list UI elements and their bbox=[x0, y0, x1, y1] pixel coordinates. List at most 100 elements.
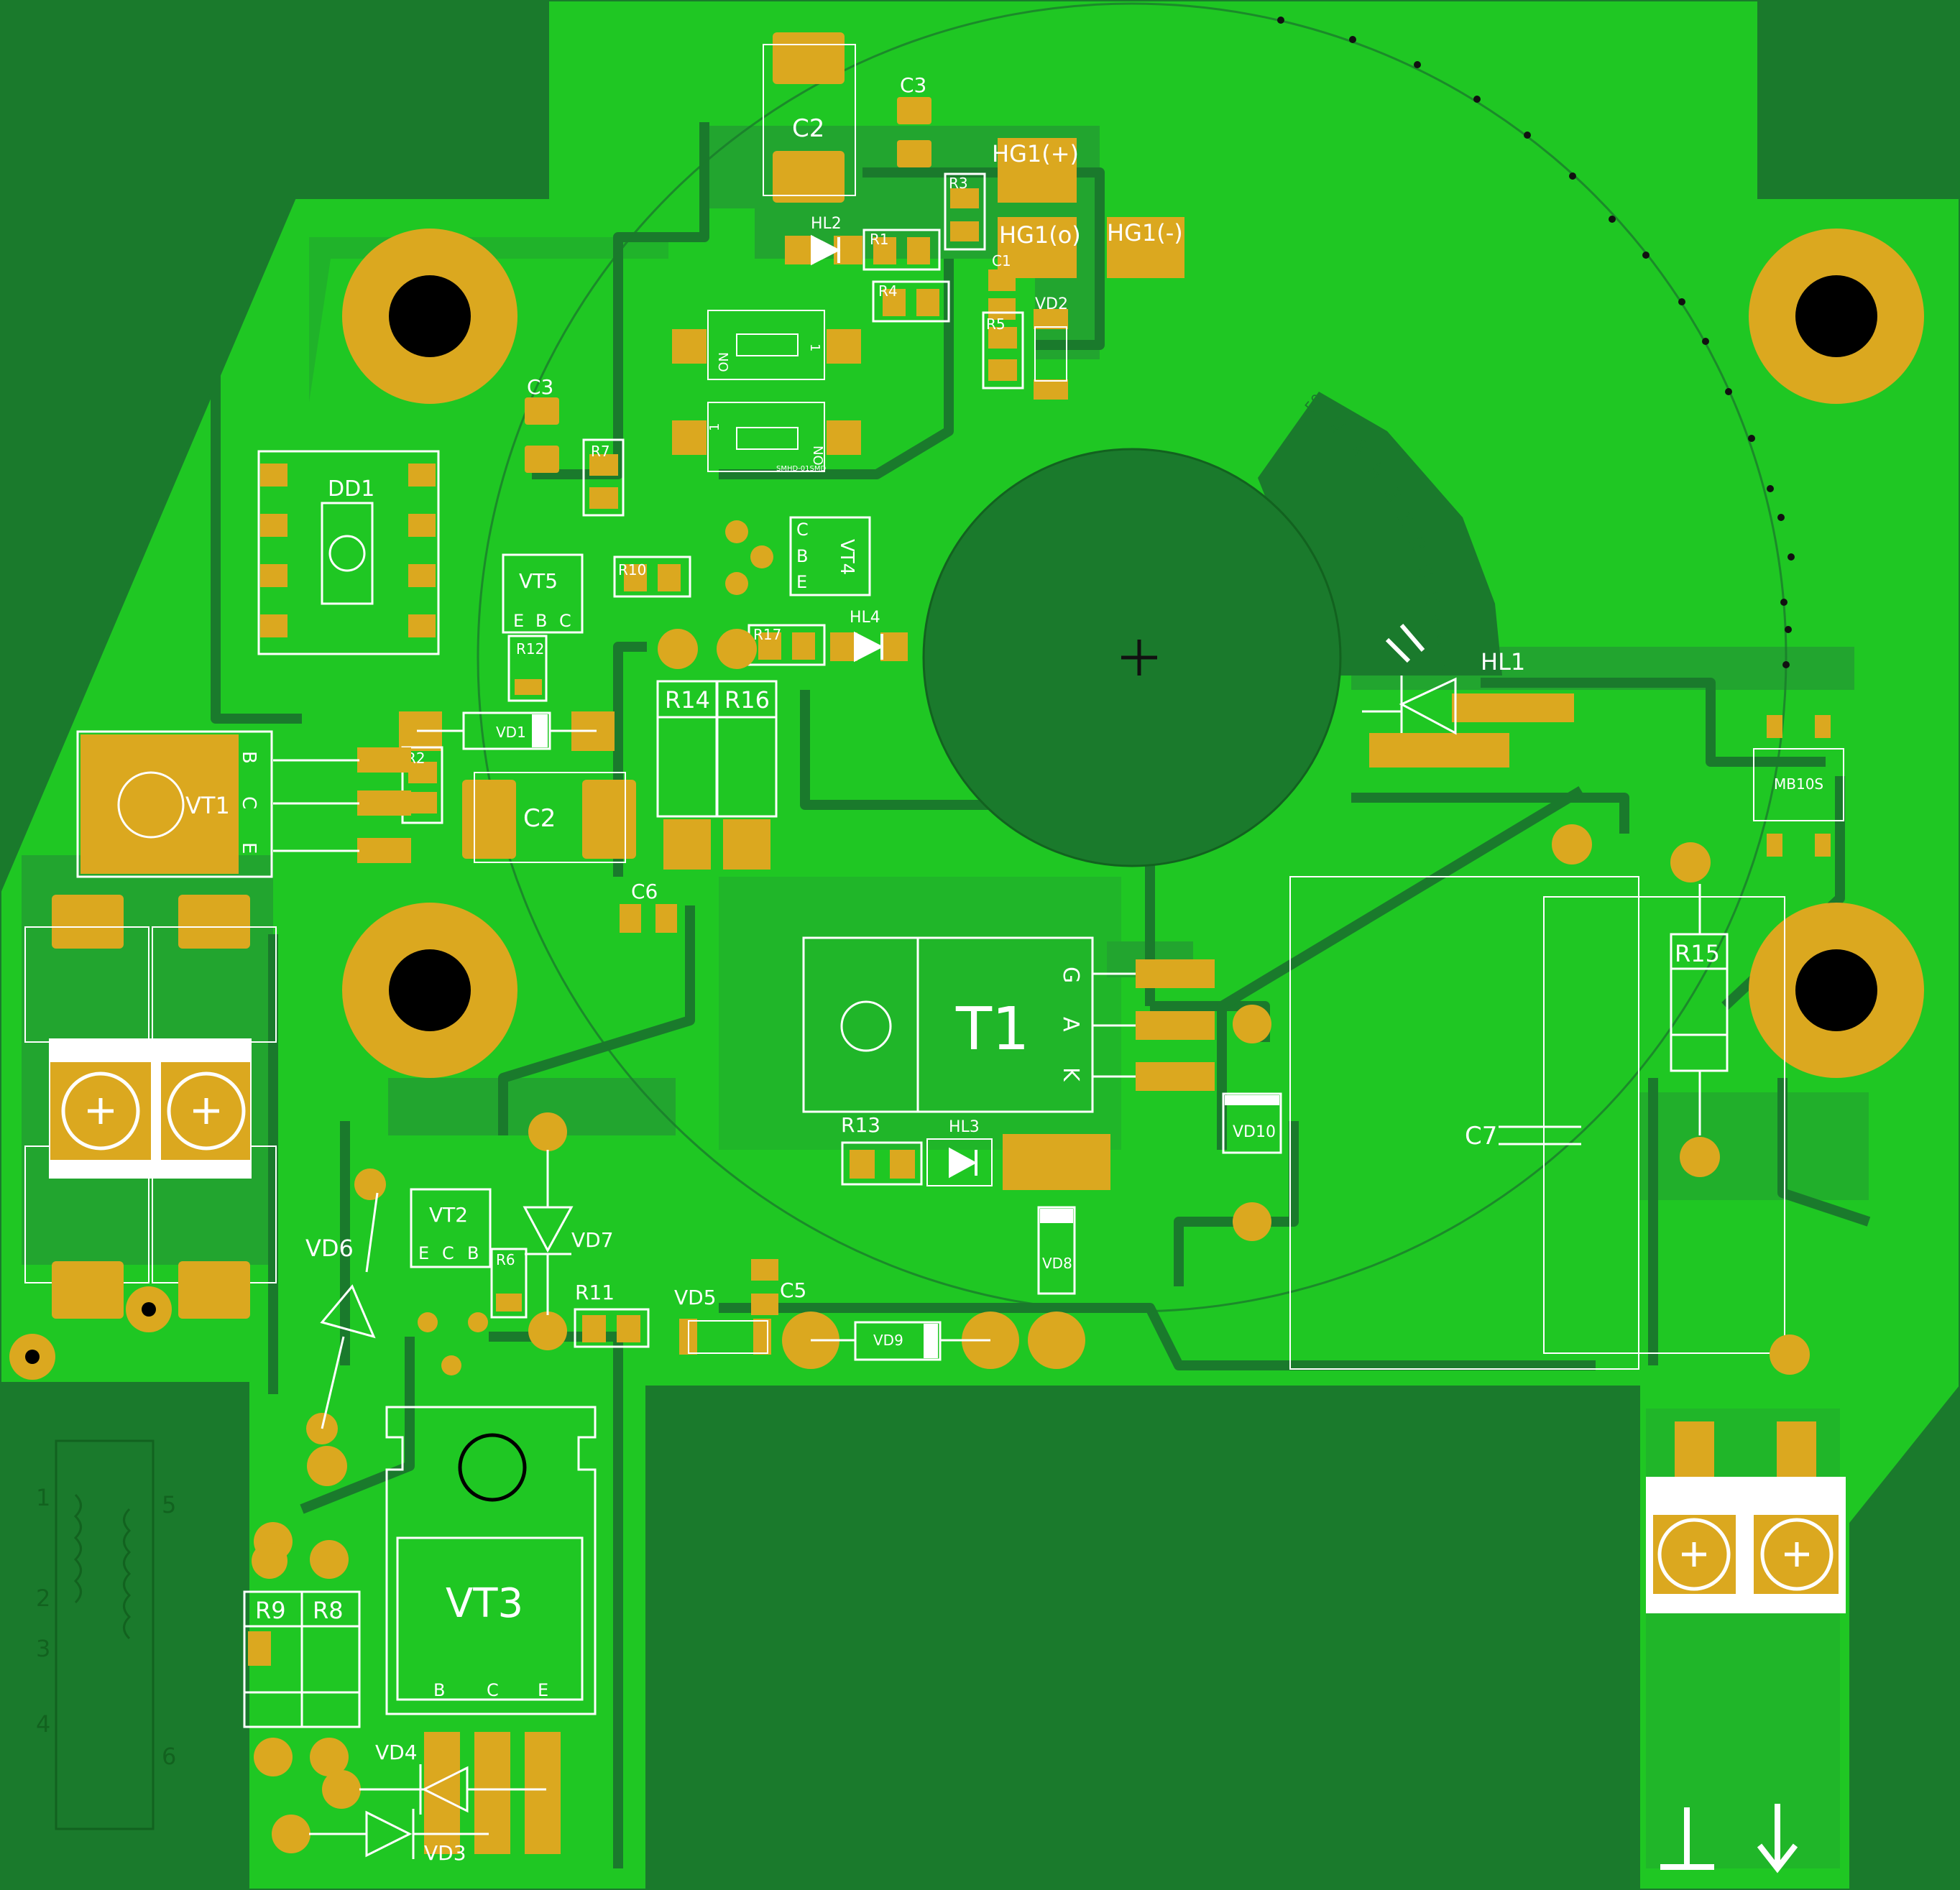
label-c6: C6 bbox=[631, 880, 658, 903]
label-c2-top: C2 bbox=[792, 114, 824, 143]
label-hl2: HL2 bbox=[811, 215, 842, 233]
label-vt3: VT3 bbox=[446, 1580, 523, 1627]
label-vd6: VD6 bbox=[305, 1235, 354, 1262]
diode-vd4: VD4 bbox=[322, 1741, 546, 1815]
pin-vt5-b: B bbox=[535, 611, 547, 631]
transformer-pin: 2 bbox=[36, 1585, 50, 1612]
triac-array-left bbox=[9, 895, 277, 1380]
label-t1: T1 bbox=[955, 995, 1029, 1064]
relay-bottom: 1 NO SMHD-01SMD bbox=[672, 402, 861, 473]
mounting-hole-icon bbox=[342, 903, 517, 1078]
arrow-down-icon bbox=[1757, 1804, 1798, 1873]
pin-t1-g: G bbox=[1058, 967, 1083, 983]
pin-vt4-c: C bbox=[796, 520, 809, 540]
label-r9: R9 bbox=[255, 1597, 286, 1624]
label-vt5: VT5 bbox=[519, 569, 558, 593]
label-r13: R13 bbox=[841, 1113, 880, 1137]
mounting-hole-icon bbox=[1749, 229, 1924, 404]
terminal-block-right bbox=[1646, 1421, 1846, 1613]
label-vd9: VD9 bbox=[873, 1332, 903, 1349]
terminal-screw-icon bbox=[1657, 1518, 1731, 1591]
pin-vt2-c: C bbox=[442, 1243, 454, 1263]
label-hl3: HL3 bbox=[949, 1118, 980, 1136]
transformer-pin: 1 bbox=[36, 1484, 50, 1511]
diode-vd9: VD9 bbox=[782, 1312, 1019, 1369]
label-vd1: VD1 bbox=[496, 724, 526, 741]
resistor-r11: R11 bbox=[574, 1281, 650, 1348]
label-r14: R14 bbox=[665, 686, 710, 714]
resistor-r12: R12 bbox=[507, 635, 548, 702]
label-c2-mid: C2 bbox=[523, 804, 556, 833]
diode-vd7: VD7 bbox=[523, 1112, 614, 1350]
resistor-r7: R7 bbox=[582, 438, 625, 517]
label-c3-left: C3 bbox=[527, 375, 553, 399]
resistor-r6: R6 bbox=[490, 1248, 528, 1319]
transformer-symbol-icon: 1 2 3 4 5 6 bbox=[36, 1439, 176, 1830]
capacitor-c3-left: C3 bbox=[525, 375, 559, 473]
dial-dots bbox=[1277, 17, 1795, 668]
scale-tick: -5 bbox=[1432, 658, 1446, 675]
capacitor-c3-top: C3 bbox=[897, 73, 931, 167]
led-hl2: HL2 bbox=[785, 215, 862, 266]
capacitor-c7: C7 bbox=[1289, 824, 1810, 1375]
scale-tick: 0 bbox=[1435, 632, 1444, 649]
transformer-pin: 6 bbox=[162, 1743, 176, 1770]
label-c3-top: C3 bbox=[900, 73, 926, 97]
label-vd4: VD4 bbox=[375, 1741, 418, 1764]
pin-t1-a: A bbox=[1058, 1017, 1083, 1032]
resistor-r8: R8 bbox=[300, 1540, 361, 1776]
label-relay-code: SMHD-01SMD bbox=[776, 465, 827, 473]
capacitor-c5: C5 bbox=[751, 1259, 806, 1315]
label-vd8: VD8 bbox=[1042, 1255, 1072, 1272]
pin-vt2-b: B bbox=[467, 1243, 479, 1263]
resistor-r15: R15 bbox=[1670, 842, 1729, 1177]
pin-vt5-c: C bbox=[559, 611, 571, 631]
label-r7: R7 bbox=[591, 443, 610, 460]
pin-vt3-b: B bbox=[433, 1680, 445, 1700]
scale-tick: 5 bbox=[1430, 611, 1441, 629]
label-r11: R11 bbox=[575, 1281, 615, 1304]
pin-vt5-e: E bbox=[513, 611, 524, 631]
label-vt2: VT2 bbox=[429, 1203, 468, 1227]
label-relay-one-2: 1 bbox=[707, 423, 722, 431]
led-hl1: HL1 bbox=[1362, 624, 1574, 767]
label-vd3: VD3 bbox=[424, 1841, 466, 1865]
label-mb10s: MB10S bbox=[1774, 775, 1823, 793]
relay-top: NO 1 bbox=[672, 310, 861, 380]
label-relay-no: NO bbox=[715, 352, 730, 372]
label-relay-no-2: NO bbox=[810, 446, 825, 466]
transistor-vt2: VT2 E C B bbox=[410, 1188, 492, 1375]
label-r17: R17 bbox=[753, 626, 781, 643]
pin-vt3-c: C bbox=[487, 1680, 499, 1700]
transistor-vt5: VT5 E B C bbox=[502, 553, 584, 634]
pin-vt4-b: B bbox=[796, 546, 808, 566]
label-r12: R12 bbox=[516, 640, 544, 658]
capacitor-c6: C6 bbox=[620, 880, 677, 933]
label-vd5: VD5 bbox=[674, 1286, 717, 1309]
resistor-r1: R1 bbox=[862, 229, 941, 271]
led-hl4: HL4 bbox=[830, 609, 908, 663]
transistor-vt3: VT3 B C E bbox=[385, 1406, 597, 1854]
label-c1: C1 bbox=[992, 252, 1011, 269]
pin-vt3-e: E bbox=[538, 1680, 548, 1700]
resistor-r5: R5 bbox=[982, 311, 1024, 389]
label-relay-one: 1 bbox=[807, 344, 822, 351]
label-c5: C5 bbox=[780, 1278, 806, 1302]
pin-vt4-e: E bbox=[796, 572, 807, 592]
terminal-screw-icon bbox=[61, 1071, 140, 1151]
label-hg1-minus: HG1(-) bbox=[1107, 219, 1183, 246]
ic-dd1: DD1 bbox=[257, 450, 440, 655]
display-hg1: HG1(+) HG1(o) HG1(-) bbox=[992, 138, 1184, 278]
label-vt4: VT4 bbox=[836, 539, 857, 575]
transformer-pin: 4 bbox=[36, 1710, 50, 1738]
label-vd2: VD2 bbox=[1035, 295, 1068, 313]
label-r10: R10 bbox=[618, 561, 646, 578]
dial-scale: 50 45 40 35 30 25 20 15 10 5 0 -5 bbox=[922, 390, 1502, 867]
mounting-hole-icon bbox=[1749, 903, 1924, 1078]
transformer-pin: 3 bbox=[36, 1635, 50, 1662]
label-r1: R1 bbox=[870, 231, 889, 248]
label-hg1-o: HG1(o) bbox=[999, 221, 1081, 249]
resistor-r4: R4 bbox=[872, 280, 950, 323]
label-r6: R6 bbox=[496, 1251, 515, 1268]
resistor-r13: R13 bbox=[841, 1113, 923, 1186]
